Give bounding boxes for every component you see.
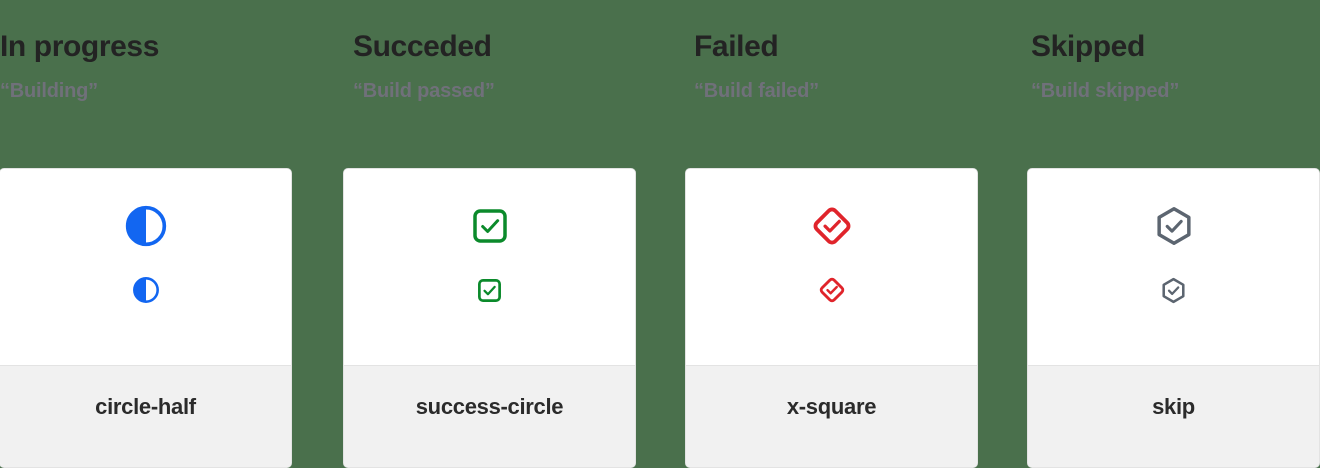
status-column-skipped: Skipped “Build skipped”: [1023, 0, 1320, 468]
column-subtitle: “Build skipped”: [1031, 80, 1180, 102]
status-column-in-progress: In progress “Building”: [0, 0, 341, 468]
column-title: In progress: [0, 30, 159, 63]
icon-preview-large: [124, 203, 168, 249]
icon-card-body: [344, 169, 635, 365]
column-subtitle: “Building”: [0, 80, 98, 102]
icon-preview-small: [817, 275, 847, 305]
skip-icon-small: [1159, 276, 1188, 305]
column-header: Succeded “Build passed”: [341, 0, 682, 104]
icon-card-success-circle[interactable]: success-circle: [343, 168, 636, 468]
icon-card-footer: skip: [1028, 365, 1319, 467]
skip-icon: [1152, 204, 1196, 248]
icon-card-label: circle-half: [95, 394, 196, 419]
column-header: In progress “Building”: [0, 0, 341, 104]
icon-card-body: [1028, 169, 1319, 365]
icon-preview-small: [1159, 275, 1188, 305]
icon-card-label: skip: [1152, 394, 1195, 419]
icon-card-body: [0, 169, 291, 365]
column-header: Skipped “Build skipped”: [1023, 0, 1320, 104]
icon-card-footer: circle-half: [0, 365, 291, 467]
icon-card-circle-half[interactable]: circle-half: [0, 168, 292, 468]
column-subtitle: “Build failed”: [694, 80, 819, 102]
success-circle-icon-small: [476, 277, 503, 304]
icon-preview-large: [1152, 203, 1196, 249]
icon-card-label: success-circle: [415, 394, 564, 419]
icon-card-skip[interactable]: skip: [1027, 168, 1320, 468]
icon-card-footer: success-circle: [344, 365, 635, 467]
icon-card-footer: x-square: [686, 365, 977, 467]
circle-half-icon-small: [132, 276, 160, 304]
icon-preview-large: [809, 203, 855, 249]
column-subtitle: “Build passed”: [353, 80, 495, 102]
column-title: Skipped: [1031, 30, 1145, 63]
x-square-icon-small: [817, 275, 847, 305]
x-square-icon: [809, 203, 855, 249]
column-title: Succeded: [353, 30, 492, 63]
icon-card-label: x-square: [786, 394, 877, 419]
icon-preview-large: [470, 203, 510, 249]
status-column-succeded: Succeded “Build passed”: [341, 0, 682, 468]
icon-card-x-square[interactable]: x-square: [685, 168, 978, 468]
column-header: Failed “Build failed”: [682, 0, 1023, 104]
success-circle-icon: [470, 206, 510, 246]
status-column-failed: Failed “Build failed”: [682, 0, 1023, 468]
icon-card-body: [686, 169, 977, 365]
circle-half-icon: [124, 204, 168, 248]
icon-preview-small: [476, 275, 503, 305]
icon-preview-small: [132, 275, 160, 305]
column-title: Failed: [694, 30, 779, 63]
